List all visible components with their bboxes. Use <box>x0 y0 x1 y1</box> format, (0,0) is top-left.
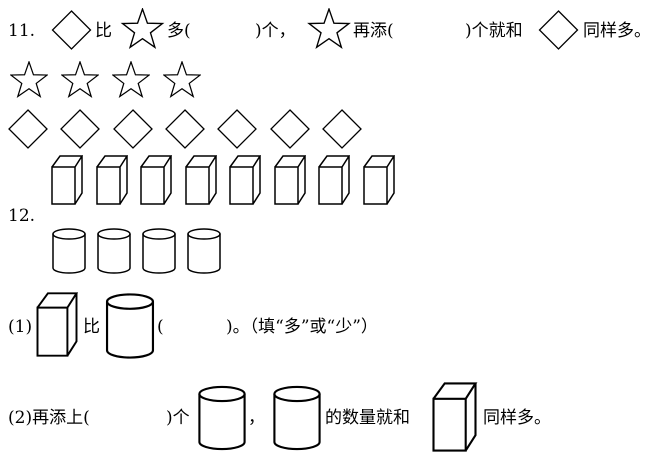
cuboid-icon <box>96 155 128 205</box>
part2-label: (2)再添上( <box>8 408 90 428</box>
cylinder-icon <box>52 228 86 274</box>
cylinder-icon <box>142 228 176 274</box>
question-number: 11. <box>8 21 36 41</box>
cuboid-icon <box>363 155 395 205</box>
diamond-icon <box>322 109 362 149</box>
diamond-icon <box>165 109 205 149</box>
text-bi: 比 <box>95 21 112 41</box>
text-tongyang: 同样多。 <box>483 408 551 428</box>
cuboid-icon <box>318 155 350 205</box>
cuboid-icon <box>229 155 261 205</box>
part1-label: (1) <box>8 317 33 337</box>
cylinder-icon <box>105 293 155 359</box>
cylinder-icon <box>97 228 131 274</box>
cylinder-icon <box>187 228 221 274</box>
star-icon <box>61 61 99 99</box>
text-comma: ， <box>248 408 265 428</box>
text-shuliang: 的数量就和 <box>325 408 410 428</box>
diamond-icon <box>217 109 257 149</box>
cuboid-icon <box>51 155 83 205</box>
diamond-icon <box>50 10 93 50</box>
diamond-icon <box>537 10 580 50</box>
cuboid-icon <box>431 382 478 452</box>
diamond-icon <box>113 109 153 149</box>
text-open: ( <box>157 317 164 337</box>
cylinder-icon <box>198 385 246 451</box>
star-icon <box>112 61 150 99</box>
cuboid-icon <box>274 155 306 205</box>
text-ge: )个， <box>255 21 296 41</box>
cuboid-icon <box>36 292 78 357</box>
text-hint: )。（填“多”或“少”） <box>226 317 378 337</box>
star-icon <box>307 8 351 50</box>
text-duo: 多( <box>167 21 191 41</box>
text-gejiuhe: )个就和 <box>465 21 523 41</box>
star-icon <box>120 8 165 50</box>
diamond-icon <box>270 109 310 149</box>
diamond-icon <box>8 109 48 149</box>
star-icon <box>163 61 201 99</box>
cuboid-icon <box>140 155 172 205</box>
text-tongyang: 同样多。 <box>583 21 651 41</box>
cylinder-icon <box>273 385 321 451</box>
star-icon <box>10 61 48 99</box>
text-ge: )个 <box>166 408 190 428</box>
text-bi: 比 <box>83 317 100 337</box>
question-number: 12. <box>8 206 36 226</box>
cuboid-icon <box>185 155 217 205</box>
text-zaitian: 再添( <box>353 21 394 41</box>
diamond-icon <box>60 109 100 149</box>
